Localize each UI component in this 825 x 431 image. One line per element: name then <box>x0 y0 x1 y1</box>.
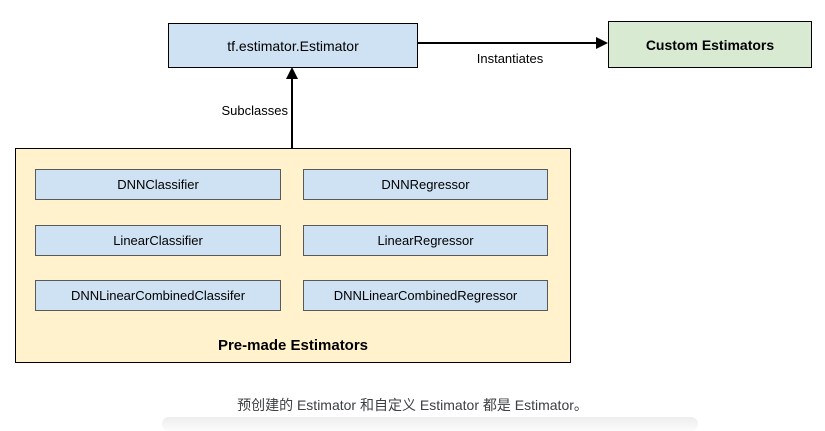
node-dnn-linear-combined-regressor: DNNLinearCombinedRegressor <box>303 280 548 311</box>
node-label: LinearClassifier <box>113 233 203 248</box>
custom-estimators-box-label: Custom Estimators <box>645 36 775 53</box>
node-label: LinearRegressor <box>377 233 474 248</box>
subclasses-label: Subclasses <box>221 103 288 118</box>
node-label: DNNRegressor <box>381 177 470 192</box>
node-label: DNNClassifier <box>117 177 199 192</box>
premade-estimators-title: Pre-made Estimators <box>217 337 369 354</box>
instantiates-label: Instantiates <box>476 51 544 66</box>
node-label: DNNLinearCombinedRegressor <box>333 288 518 303</box>
node-dnn-linear-combined-classifer: DNNLinearCombinedClassifer <box>35 280 281 311</box>
node-label: DNNLinearCombinedClassifer <box>70 288 246 303</box>
bottom-divider-bar <box>162 417 698 431</box>
premade-estimators-group: DNNClassifier DNNRegressor LinearClassif… <box>15 148 571 363</box>
instantiates-arrowhead-icon <box>596 37 608 49</box>
caption-text: 预创建的 Estimator 和自定义 Estimator 都是 Estimat… <box>237 397 588 413</box>
instantiates-arrow-line <box>418 42 597 44</box>
node-linear-classifier: LinearClassifier <box>35 225 281 256</box>
estimator-box: tf.estimator.Estimator <box>168 23 418 68</box>
custom-estimators-box: Custom Estimators <box>608 21 812 68</box>
node-dnn-classifier: DNNClassifier <box>35 169 281 200</box>
node-linear-regressor: LinearRegressor <box>303 225 548 256</box>
node-dnn-regressor: DNNRegressor <box>303 169 548 200</box>
subclasses-arrow-line <box>291 78 293 149</box>
subclasses-arrowhead-icon <box>286 67 298 79</box>
estimator-box-label: tf.estimator.Estimator <box>227 37 359 54</box>
